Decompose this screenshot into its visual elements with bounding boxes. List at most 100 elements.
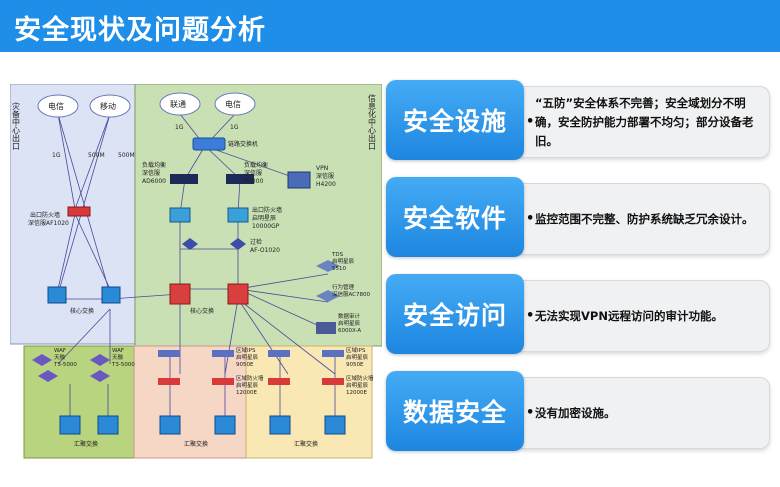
firewall-icon	[268, 378, 290, 385]
network-topology-diagram: 灾备中心出口 信息化中心出口	[9, 83, 383, 460]
ips-icon	[268, 350, 290, 357]
aggregation-switch-icon	[269, 415, 291, 435]
vpn-label-2: 深信服	[316, 172, 334, 180]
fw-right-label-3: 10000GP	[252, 223, 280, 230]
bw-label: 1G	[52, 152, 61, 159]
zfw2-label-1: 区域防火墙	[346, 374, 374, 382]
aggregation-switch-icon	[159, 415, 181, 435]
lb2-label-1: 负载均衡	[244, 161, 268, 169]
ips1-label-3: 9050E	[236, 362, 254, 368]
zone-yellow-bottom	[245, 345, 373, 459]
core-switch-icon	[169, 283, 191, 305]
lb1-label-1: 负载均衡	[142, 161, 166, 169]
ips1-label-2: 启明星辰	[236, 353, 259, 361]
ids-icon	[230, 238, 246, 250]
core-switch-icon	[227, 283, 249, 305]
issue-description: •无法实现VPN远程访问的审计功能。	[514, 280, 770, 352]
db-audit-icon	[316, 322, 336, 334]
page-title: 安全现状及问题分析	[14, 15, 266, 46]
issue-text: “五防”安全体系不完善；安全域划分不明确，安全防护能力部署不均匀；部分设备老旧。	[535, 95, 754, 148]
waf1-label-2: 天融	[54, 353, 66, 361]
waf-icon	[90, 354, 110, 366]
tds-icon	[316, 260, 340, 272]
vpn-label-1: VPN	[316, 165, 328, 172]
bw-label: 1G	[230, 124, 239, 131]
ips-icon	[322, 350, 344, 357]
db-audit-label-1: 数据审计	[338, 312, 361, 320]
ips-icon	[212, 350, 234, 357]
issue-description: •“五防”安全体系不完善；安全域划分不明确，安全防护能力部署不均匀；部分设备老旧…	[514, 86, 770, 158]
waf-icon	[90, 370, 110, 382]
firewall-icon	[169, 207, 191, 223]
behavior-audit-icon	[316, 290, 340, 302]
ips2-label-2: 启明星辰	[346, 353, 369, 361]
waf-icon	[38, 370, 58, 382]
issue-row-software: 安全软件 •监控范围不完整、防护系统缺乏冗余设计。	[386, 177, 774, 257]
zfw2-label-2: 启明星辰	[346, 381, 369, 389]
waf2-label-2: 天融	[112, 353, 124, 361]
waf1-label-1: WAF	[54, 348, 66, 354]
ips2-label-1: 区域IPS	[346, 346, 366, 354]
lb1-label-3: AD6000	[142, 178, 166, 185]
lb2-label-3: B8300	[244, 178, 264, 185]
zfw1-label-1: 区域防火墙	[236, 374, 264, 382]
lb1-label-2: 深信服	[142, 169, 160, 177]
aggregation-switch-icon	[97, 415, 119, 435]
issue-row-facilities: 安全设施 •“五防”安全体系不完善；安全域划分不明确，安全防护能力部署不均匀；部…	[386, 80, 774, 160]
waf2-label-3: T3-5000	[111, 362, 135, 368]
waf-icon	[32, 354, 52, 366]
bullet-icon: •	[526, 114, 535, 130]
agg3-label: 汇聚交换	[294, 440, 318, 448]
issue-text: 无法实现VPN远程访问的审计功能。	[535, 308, 723, 323]
issue-label: 安全设施	[386, 80, 524, 160]
title-bar: 安全现状及问题分析	[0, 0, 780, 52]
link-switch-label: 链路交换机	[228, 140, 258, 148]
zfw1-label-3: 12000E	[236, 390, 257, 396]
bullet-icon: •	[526, 211, 535, 227]
ids-label-2: AF-O1020	[250, 247, 280, 254]
issue-row-data: 数据安全 •没有加密设施。	[386, 371, 774, 451]
audit-label-1: 行为管理	[332, 283, 355, 291]
load-balancer-icon	[170, 174, 198, 184]
agg2-label: 汇聚交换	[184, 440, 208, 448]
vpn-label-3: H4200	[316, 181, 336, 188]
core-left-label: 核心交换	[70, 307, 94, 315]
side-label-left: 灾备中心出口	[12, 101, 21, 150]
cloud-unicom: 联通	[170, 99, 186, 109]
tds-label-3: 5510	[332, 266, 346, 272]
cloud-telecom-left: 电信	[48, 101, 64, 111]
bw-label: 500M	[118, 152, 135, 159]
firewall-icon	[322, 378, 344, 385]
fw-right-label-2: 启明星辰	[252, 214, 276, 222]
ids-icon	[182, 238, 198, 250]
tds-label-2: 启明星辰	[332, 257, 355, 265]
issue-description: •监控范围不完整、防护系统缺乏冗余设计。	[514, 183, 770, 255]
db-audit-label-2: 启明星辰	[338, 319, 361, 327]
issue-label: 安全软件	[386, 177, 524, 257]
bullet-icon: •	[526, 308, 535, 324]
fw-left-label-1: 出口防火墙	[30, 211, 60, 219]
firewall-icon	[227, 207, 249, 223]
issue-row-access: 安全访问 •无法实现VPN远程访问的审计功能。	[386, 274, 774, 354]
core-switch-icon	[47, 286, 67, 304]
issue-text: 监控范围不完整、防护系统缺乏冗余设计。	[535, 211, 754, 226]
aggregation-switch-icon	[214, 415, 236, 435]
ips1-label-1: 区域IPS	[236, 346, 256, 354]
side-label-right: 信息化中心出口	[368, 93, 377, 150]
audit-label-2: 深信服AC7800	[332, 290, 371, 298]
zfw2-label-3: 12000E	[346, 390, 367, 396]
core-switch-icon	[101, 286, 121, 304]
zone-pink-bottom	[133, 345, 247, 459]
bullet-icon: •	[526, 405, 535, 421]
issue-text: 没有加密设施。	[535, 405, 616, 420]
aggregation-switch-icon	[324, 415, 346, 435]
issue-description: •没有加密设施。	[514, 377, 770, 449]
ips2-label-3: 9050E	[346, 362, 364, 368]
lb2-label-2: 深信服	[244, 169, 262, 177]
tds-label-1: TDS	[331, 252, 344, 258]
link-switch-icon	[192, 137, 226, 151]
ids-label-1: 过检	[250, 238, 262, 246]
core-right-label: 核心交换	[190, 307, 214, 315]
fw-left-label-2: 深信服AF1020	[28, 219, 69, 227]
bw-label: 500M	[88, 152, 105, 159]
